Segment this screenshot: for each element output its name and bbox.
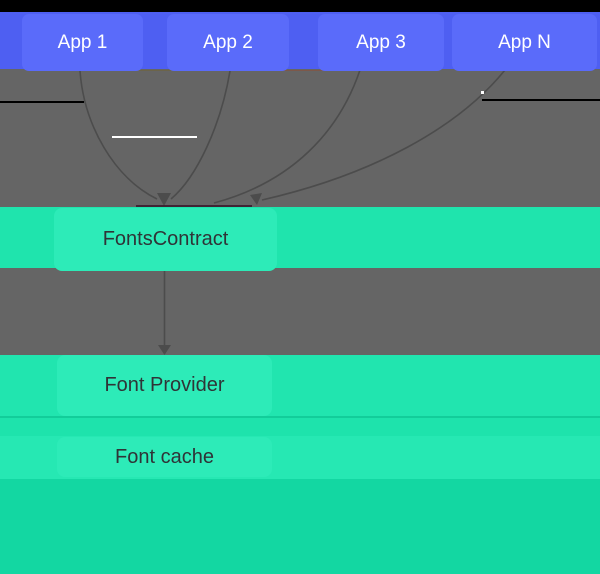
top-black-strip bbox=[0, 0, 600, 12]
app-n-label: App N bbox=[498, 31, 551, 53]
app-3-label: App 3 bbox=[356, 31, 406, 53]
font-cache-label: Font cache bbox=[115, 445, 214, 468]
app-node-3: App 3 bbox=[318, 14, 444, 71]
app-2-label: App 2 bbox=[203, 31, 253, 53]
provider-cache-divider bbox=[0, 416, 600, 418]
app-node-2: App 2 bbox=[167, 14, 289, 71]
bottom-teal-band bbox=[0, 479, 600, 574]
app-node-n: App N bbox=[452, 14, 597, 71]
font-provider-label: Font Provider bbox=[104, 374, 225, 396]
upper-gray-background bbox=[0, 69, 600, 207]
font-cache-node: Font cache bbox=[57, 437, 272, 477]
app-1-label: App 1 bbox=[57, 31, 108, 53]
app-node-1: App 1 bbox=[22, 14, 143, 71]
middle-gray-background bbox=[0, 268, 600, 355]
fonts-contract-label: FontsContract bbox=[102, 228, 229, 250]
fonts-contract-node: FontsContract bbox=[54, 208, 277, 271]
teal-spacer-strip bbox=[0, 418, 600, 436]
font-provider-node: Font Provider bbox=[57, 355, 272, 416]
